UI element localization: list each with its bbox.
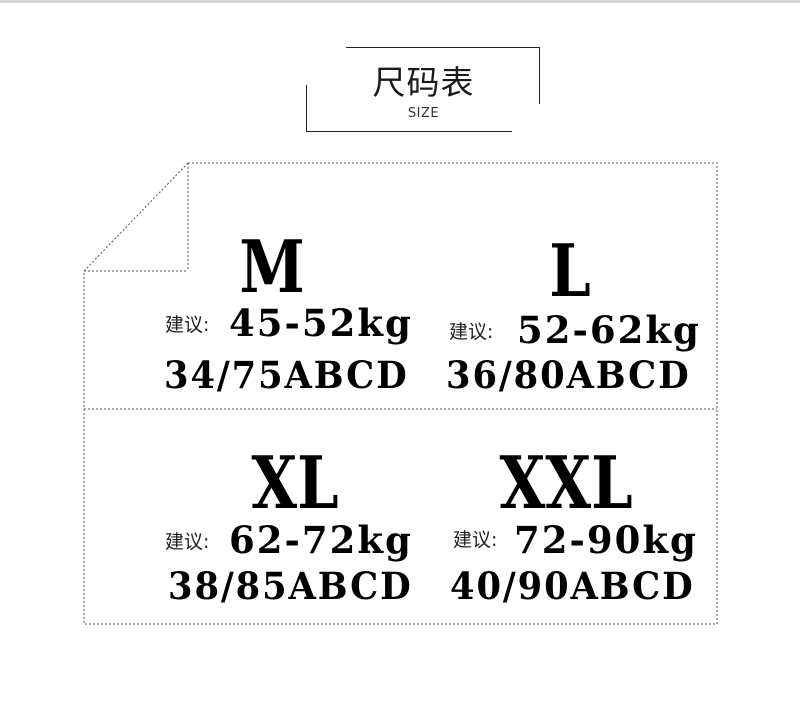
heading-frame-bottom (306, 131, 512, 132)
heading-frame-right (539, 47, 540, 104)
bra-size: 36/80ABCD (446, 353, 691, 397)
bra-size: 40/90ABCD (450, 564, 695, 608)
size-label: L (549, 228, 591, 313)
fold-edge (83, 162, 189, 272)
advice-label: 建议: (453, 529, 498, 551)
bra-size: 34/75ABCD (164, 353, 409, 397)
size-label: XXL (499, 440, 633, 525)
size-label: XL (251, 440, 339, 525)
heading-subtitle: SIZE (407, 106, 440, 121)
weight-range: 45-52kg (229, 301, 413, 345)
weight-range: 72-90kg (514, 518, 698, 562)
heading-title: 尺码表 (372, 63, 475, 102)
heading-frame-top (346, 47, 540, 48)
advice-label: 建议: (165, 314, 210, 336)
weight-range: 52-62kg (517, 308, 701, 352)
heading-frame-left (306, 85, 307, 132)
size-chart-heading: 尺码表 SIZE (306, 47, 541, 133)
size-label: M (239, 224, 305, 309)
advice-label: 建议: (165, 531, 210, 553)
top-divider (0, 0, 800, 3)
advice-label: 建议: (449, 321, 494, 343)
table-border (83, 162, 718, 625)
weight-range: 62-72kg (229, 518, 413, 562)
bra-size: 38/85ABCD (168, 564, 413, 608)
